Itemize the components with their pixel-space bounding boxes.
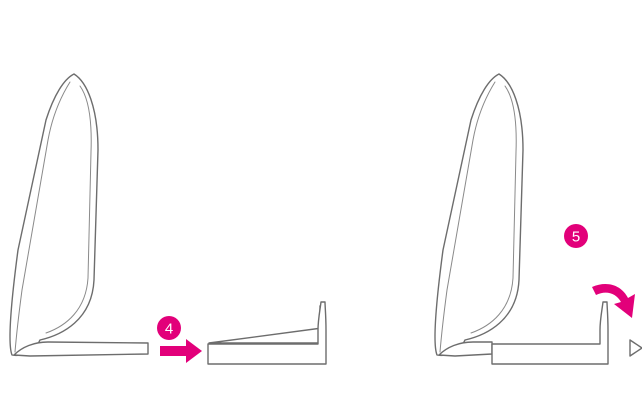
- step-5-number: 5: [572, 229, 580, 246]
- slide-arrow-icon: [160, 339, 202, 363]
- latch-marker-icon: [629, 339, 642, 357]
- step-4: 4: [157, 316, 181, 340]
- right-device: [434, 73, 524, 357]
- left-stand-piece: [207, 301, 327, 365]
- step-5: 5: [564, 224, 588, 248]
- right-stand-piece: [491, 301, 609, 365]
- step-5-badge: [564, 224, 588, 248]
- step-4-number: 4: [165, 321, 173, 338]
- rotate-arrow-icon: [592, 284, 635, 318]
- left-device: [9, 73, 149, 357]
- step-4-badge: [157, 316, 181, 340]
